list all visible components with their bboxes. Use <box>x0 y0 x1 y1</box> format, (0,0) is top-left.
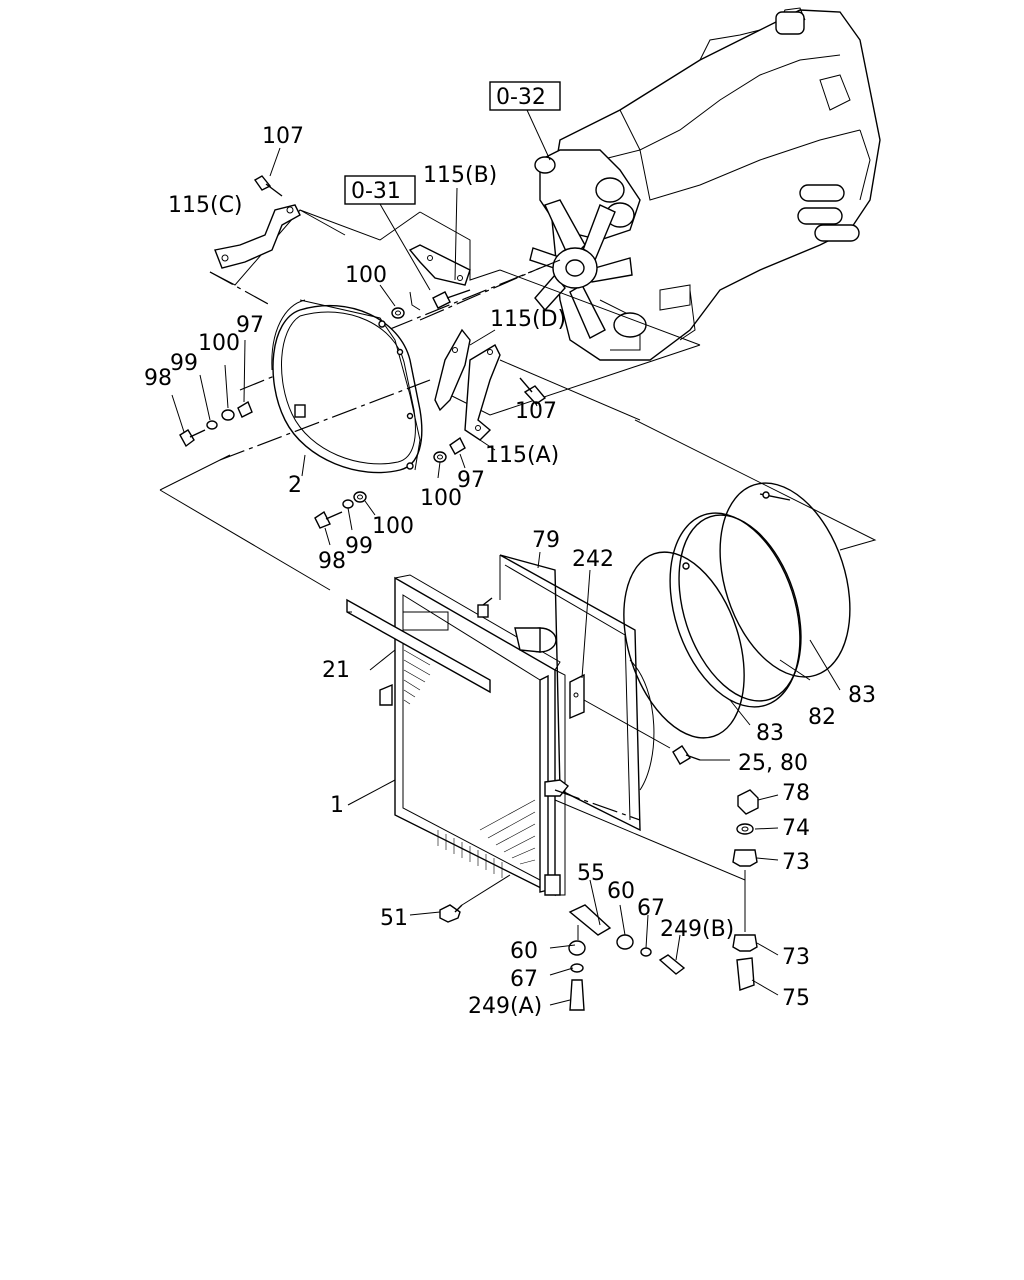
label-97-mid: 97 <box>457 468 485 493</box>
label-82: 82 <box>808 705 836 730</box>
label-1: 1 <box>330 793 344 818</box>
label-249a: 249(A) <box>468 994 542 1019</box>
label-79: 79 <box>532 528 560 553</box>
leader-lines <box>301 454 841 1006</box>
label-83-right: 83 <box>848 683 876 708</box>
label-100-left: 100 <box>198 331 240 356</box>
part-labels: 107 115(C) 115(B) 100 115(D) 97 100 99 9… <box>144 124 876 1019</box>
ref-box-0-32: 0-32 <box>489 81 561 161</box>
bottom-fasteners <box>439 874 686 1011</box>
label-99-low: 99 <box>345 534 373 559</box>
label-115c: 115(C) <box>168 193 243 218</box>
label-60-left: 60 <box>510 939 538 964</box>
engine-block <box>529 7 881 361</box>
right-fasteners <box>732 789 759 991</box>
label-75: 75 <box>782 986 810 1011</box>
label-67-left: 67 <box>510 967 538 992</box>
label-97-left: 97 <box>236 313 264 338</box>
label-115d: 115(D) <box>490 307 566 332</box>
label-98-left: 98 <box>144 366 172 391</box>
upper-bracket-assembly <box>209 147 701 451</box>
mid-fasteners <box>433 436 466 479</box>
core-hatch-top <box>403 649 431 705</box>
label-2: 2 <box>288 473 302 498</box>
label-115a: 115(A) <box>485 443 559 468</box>
label-67-right: 67 <box>637 896 665 921</box>
label-115b: 115(B) <box>423 163 497 188</box>
left-fasteners <box>171 339 253 448</box>
label-73-low: 73 <box>782 945 810 970</box>
ref-0-31-label: 0-31 <box>351 179 401 204</box>
lower-fasteners <box>314 491 376 546</box>
bracket-242 <box>569 569 591 720</box>
label-99-left: 99 <box>170 351 198 376</box>
label-78: 78 <box>782 781 810 806</box>
label-100-low: 100 <box>372 514 414 539</box>
label-51: 51 <box>380 906 408 931</box>
label-242: 242 <box>572 547 614 572</box>
label-55: 55 <box>577 861 605 886</box>
label-25-80: 25, 80 <box>738 751 808 776</box>
bolt-25-80 <box>583 699 701 765</box>
ref-box-0-31: 0-31 <box>344 175 431 291</box>
label-74: 74 <box>782 816 810 841</box>
radiator <box>379 554 746 897</box>
ref-0-32-label: 0-32 <box>496 85 546 110</box>
label-73-top: 73 <box>782 850 810 875</box>
core-hatch-bottom <box>479 799 536 865</box>
label-107-mid: 107 <box>515 399 557 424</box>
label-107-top: 107 <box>262 124 304 149</box>
label-100-top: 100 <box>345 263 387 288</box>
label-249b: 249(B) <box>660 917 734 942</box>
label-60-right: 60 <box>607 879 635 904</box>
label-98-low: 98 <box>318 549 346 574</box>
fan-shroud-ring <box>271 299 423 474</box>
core-fins <box>437 830 503 878</box>
label-83-low: 83 <box>756 721 784 746</box>
support-bar-21 <box>346 598 491 694</box>
fan <box>529 199 633 339</box>
label-100-mid: 100 <box>420 486 462 511</box>
label-21: 21 <box>322 658 350 683</box>
shroud-rings <box>623 482 851 739</box>
